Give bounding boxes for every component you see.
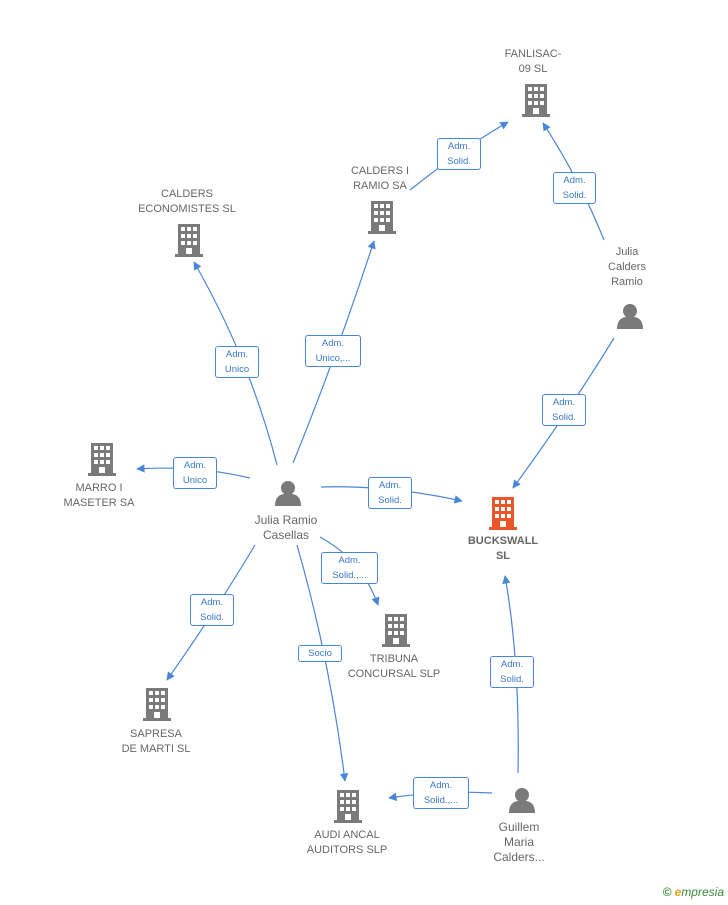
label-line: MASETER SA [63, 497, 135, 509]
label-line: CALDERS I [350, 165, 410, 177]
label-line: Guillem [498, 820, 540, 834]
julia-calders-label[interactable]: Julia Calders Ramio [587, 245, 667, 290]
edge-label-line: Adm. [183, 460, 207, 471]
julia-ramio-node-icon[interactable] [275, 481, 301, 506]
edge-label-line: Solid.,... [423, 795, 459, 806]
julia-calders-node-icon[interactable] [617, 304, 643, 329]
edge-label-line: Adm. [552, 397, 576, 408]
edge-label-line: Unico,... [315, 353, 351, 364]
edge-label-line: Adm. [447, 141, 471, 152]
tribuna-node-icon[interactable] [382, 614, 410, 647]
edge-label-line: Solid.,... [332, 570, 367, 581]
fanlisac-node-icon[interactable] [522, 84, 550, 117]
marro-label[interactable]: MARRO I MASETER SA [49, 481, 149, 511]
edge-label-line: Adm. [378, 480, 402, 491]
label-line: TRIBUNA [369, 653, 419, 665]
calders-ramio-label[interactable]: CALDERS I RAMIO SA [340, 164, 420, 194]
fanlisac-label[interactable]: FANLISAC- 09 SL [493, 47, 573, 77]
label-line: AUDITORS SLP [306, 844, 388, 856]
audi-label[interactable]: AUDI ANCAL AUDITORS SLP [292, 828, 402, 858]
edge-label-julia-ramio-to-sapresa[interactable]: Adm. Solid. [190, 594, 234, 626]
empresia-logo: ©empresia [663, 885, 724, 899]
edge-label-guillem-to-audi[interactable]: Adm. Solid.,... [413, 777, 469, 809]
label-line: FANLISAC- [504, 48, 562, 60]
edge-label-guillem-to-buckswall[interactable]: Adm. Solid. [490, 656, 534, 688]
calders-economistes-label[interactable]: CALDERS ECONOMISTES SL [127, 187, 247, 217]
label-line: DE MARTI SL [121, 743, 191, 755]
audi-node-icon[interactable] [334, 790, 362, 823]
edge-label-line: Unico [224, 364, 250, 375]
label-line: Maria [503, 835, 534, 849]
label-line: Calders... [493, 850, 545, 864]
edge-label-julia-ramio-to-audi[interactable]: Socio [298, 645, 342, 662]
label-line: 09 SL [518, 63, 548, 75]
label-line: Julia [615, 246, 639, 258]
label-line: CONCURSAL SLP [347, 668, 441, 680]
edge-label-line: Solid. [447, 156, 471, 167]
calders-ramio-node-icon[interactable] [368, 201, 396, 234]
edge-label-line: Solid. [552, 412, 576, 423]
guillem-node-icon[interactable] [509, 788, 535, 813]
label-line: Julia Ramio [254, 513, 318, 527]
edge-label-julia-ramio-to-calders-economistes[interactable]: Adm. Unico [215, 346, 259, 378]
label-line: Ramio [611, 276, 643, 288]
guillem-label[interactable]: Guillem Maria Calders... [479, 820, 559, 865]
brand-initial: e [674, 885, 682, 899]
edge-label-line: Socio [308, 648, 332, 659]
label-line: SL [495, 550, 511, 562]
label-line: SAPRESA [130, 728, 182, 740]
edge-label-calders-ramio-to-fanlisac[interactable]: Adm. Solid. [437, 138, 481, 170]
edge-label-julia-ramio-to-tribuna[interactable]: Adm. Solid.,... [321, 552, 378, 584]
julia-ramio-label[interactable]: Julia Ramio Casellas [236, 513, 336, 543]
edge-label-line: Solid. [500, 674, 524, 685]
marro-node-icon[interactable] [88, 443, 116, 476]
sapresa-label[interactable]: SAPRESA DE MARTI SL [106, 727, 206, 757]
edge-label-julia-ramio-to-marro[interactable]: Adm. Unico [173, 457, 217, 489]
label-line: MARRO I [75, 482, 123, 494]
edge-label-julia-calders-to-fanlisac[interactable]: Adm. Solid. [553, 172, 596, 204]
edge-label-line: Adm. [338, 555, 361, 566]
edge-label-julia-calders-to-buckswall[interactable]: Adm. Solid. [542, 394, 586, 426]
label-line: RAMIO SA [353, 180, 407, 192]
edge-label-julia-ramio-to-buckswall[interactable]: Adm. Solid. [368, 477, 412, 509]
edge-label-line: Adm. [200, 597, 224, 608]
edge-label-line: Solid. [200, 612, 224, 623]
edge-label-line: Unico [182, 475, 208, 486]
label-line: ECONOMISTES SL [138, 203, 236, 215]
label-line: CALDERS [161, 188, 213, 200]
buckswall-node-icon[interactable] [489, 497, 517, 530]
edge-label-line: Solid. [378, 495, 402, 506]
label-line: BUCKSWALL [467, 535, 539, 547]
brand-name: mpresia [681, 885, 724, 899]
buckswall-label[interactable]: BUCKSWALL SL [453, 534, 553, 564]
edge-label-julia-ramio-to-calders-ramio[interactable]: Adm. Unico,... [305, 335, 361, 367]
copyright-icon: © [662, 885, 672, 899]
edge-label-line: Adm. [225, 349, 249, 360]
tribuna-label[interactable]: TRIBUNA CONCURSAL SLP [334, 652, 454, 682]
label-line: AUDI ANCAL [314, 829, 380, 841]
calders-economistes-node-icon[interactable] [175, 224, 203, 257]
label-line: Casellas [262, 528, 310, 542]
edge-label-line: Adm. [429, 780, 453, 791]
edge-label-line: Solid. [562, 190, 587, 201]
edge-label-line: Adm. [321, 338, 345, 349]
edge-label-line: Adm. [563, 175, 586, 186]
sapresa-node-icon[interactable] [143, 688, 171, 721]
edge-label-line: Adm. [500, 659, 524, 670]
label-line: Calders [608, 261, 646, 273]
